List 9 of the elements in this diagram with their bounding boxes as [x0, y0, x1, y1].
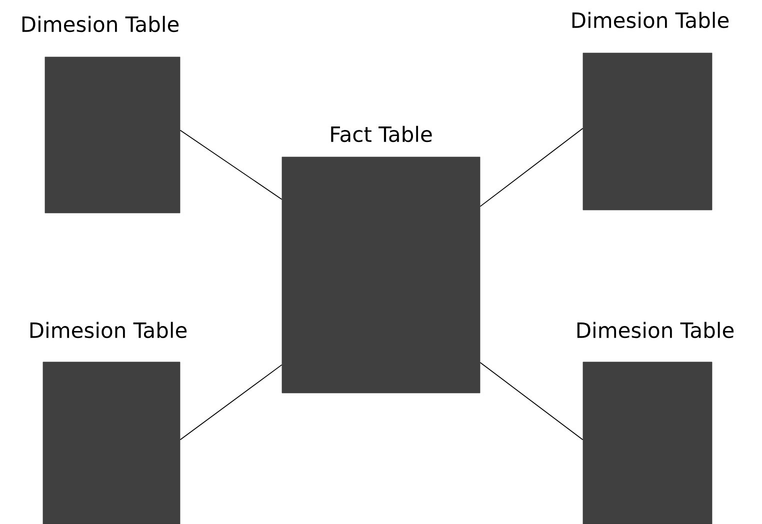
table-label: Dimesion Table — [572, 12, 729, 28]
connector-line — [480, 128, 584, 207]
table-label: Dimesion Table — [30, 322, 187, 338]
table-label: Dimesion Table — [22, 16, 179, 32]
table-label: Dimesion Table — [577, 322, 734, 338]
table-label: Fact Table — [331, 126, 432, 142]
connector-line — [480, 362, 584, 440]
connector-line — [180, 364, 282, 440]
connector-line — [180, 130, 282, 200]
